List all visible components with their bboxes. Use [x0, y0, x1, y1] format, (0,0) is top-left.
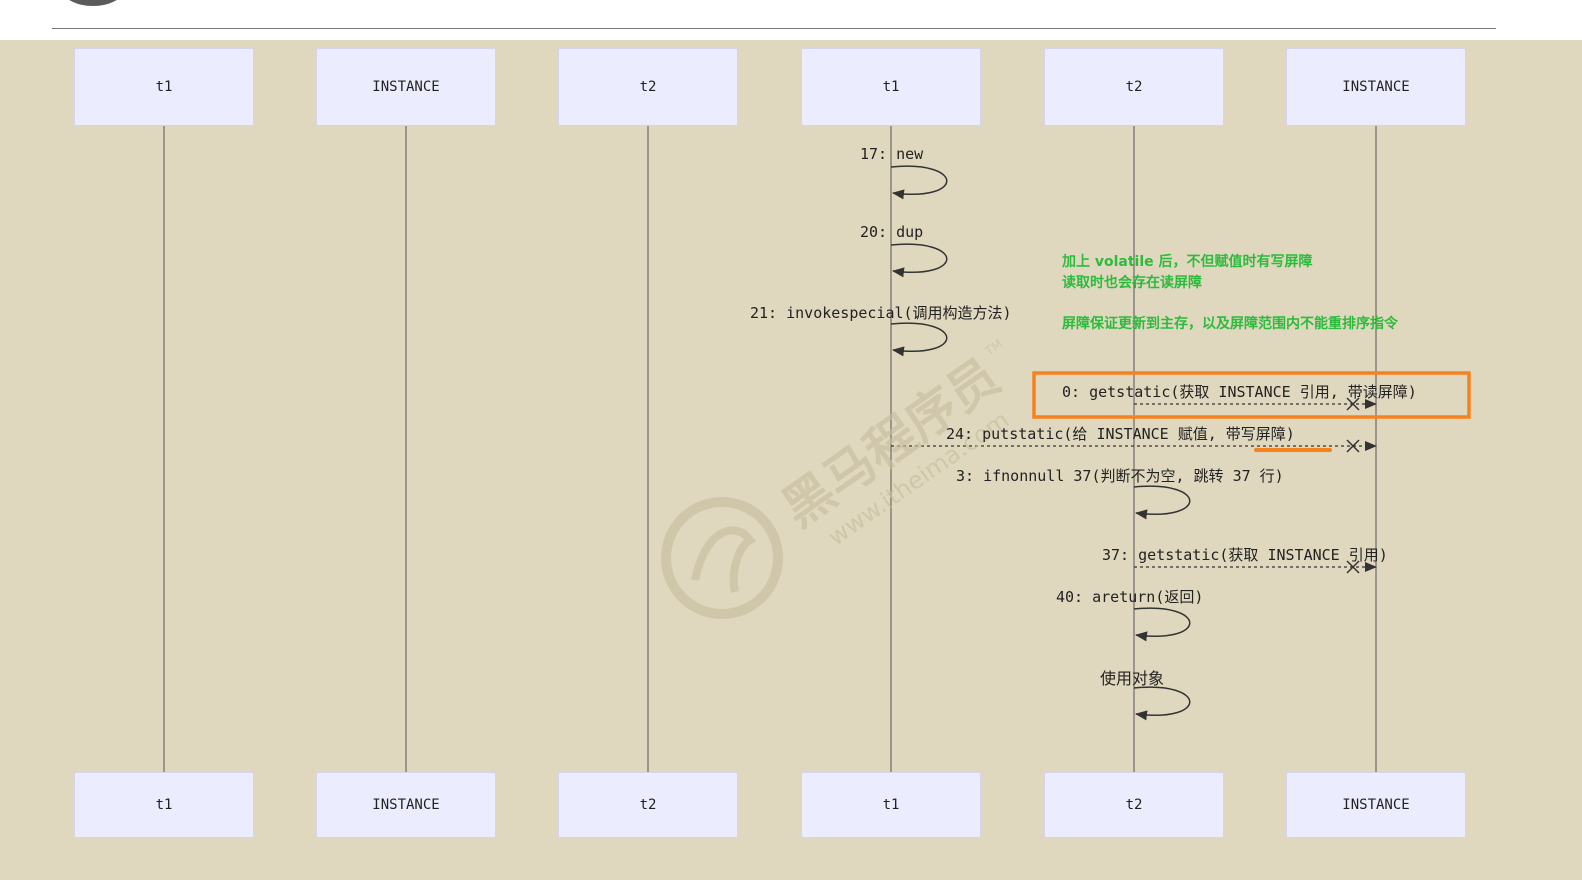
message-37-getstatic: 37: getstatic(获取 INSTANCE 引用) [1102, 546, 1388, 564]
cross-mark-putstatic [1346, 439, 1360, 453]
message-use-object: 使用对象 [1100, 669, 1165, 688]
self-loop-ifnonnull [1133, 485, 1191, 520]
header-divider [52, 28, 1496, 29]
self-loop-new [890, 165, 948, 200]
actor-t1-bottom-b: t1 [801, 772, 981, 838]
actor-t2-top-a: t2 [558, 48, 738, 126]
top-band [0, 0, 1582, 40]
message-20-dup: 20: dup [860, 223, 924, 241]
highlight-box [1032, 371, 1471, 419]
note-volatile-line1: 加上 volatile 后，不但赋值时有写屏障 [1062, 254, 1313, 270]
actor-instance-top-a: INSTANCE [316, 48, 496, 126]
message-0-getstatic: 0: getstatic(获取 INSTANCE 引用, 带读屏障) [1062, 383, 1417, 401]
message-24-putstatic: 24: putstatic(给 INSTANCE 赋值, 带写屏障) [946, 425, 1295, 443]
actor-instance-bottom-a: INSTANCE [316, 772, 496, 838]
actor-t2-bottom-a: t2 [558, 772, 738, 838]
self-loop-dup [890, 243, 948, 278]
actor-t2-bottom-b: t2 [1044, 772, 1224, 838]
message-40-areturn: 40: areturn(返回) [1056, 588, 1204, 606]
cross-mark-getstatic [1346, 397, 1360, 411]
diagram-canvas [0, 40, 1582, 880]
message-21-invokespecial: 21: invokespecial(调用构造方法) [750, 304, 1012, 322]
message-17-new: 17: new [860, 145, 924, 163]
actor-t1-bottom-a: t1 [74, 772, 254, 838]
note-barrier: 屏障保证更新到主存，以及屏障范围内不能重排序指令 [1062, 316, 1398, 332]
self-loop-invokespecial [890, 322, 948, 357]
actor-t2-top-b: t2 [1044, 48, 1224, 126]
logo-icon [62, 0, 124, 6]
self-loop-areturn [1133, 607, 1191, 642]
actor-instance-bottom-b: INSTANCE [1286, 772, 1466, 838]
actor-t1-top-a: t1 [74, 48, 254, 126]
self-loop-use-object [1133, 686, 1191, 721]
message-3-ifnonnull: 3: ifnonnull 37(判断不为空, 跳转 37 行) [956, 467, 1284, 485]
note-volatile-line2: 读取时也会存在读屏障 [1062, 275, 1202, 291]
actor-instance-top-b: INSTANCE [1286, 48, 1466, 126]
cross-mark-getstatic-37 [1346, 560, 1360, 574]
actor-t1-top-b: t1 [801, 48, 981, 126]
